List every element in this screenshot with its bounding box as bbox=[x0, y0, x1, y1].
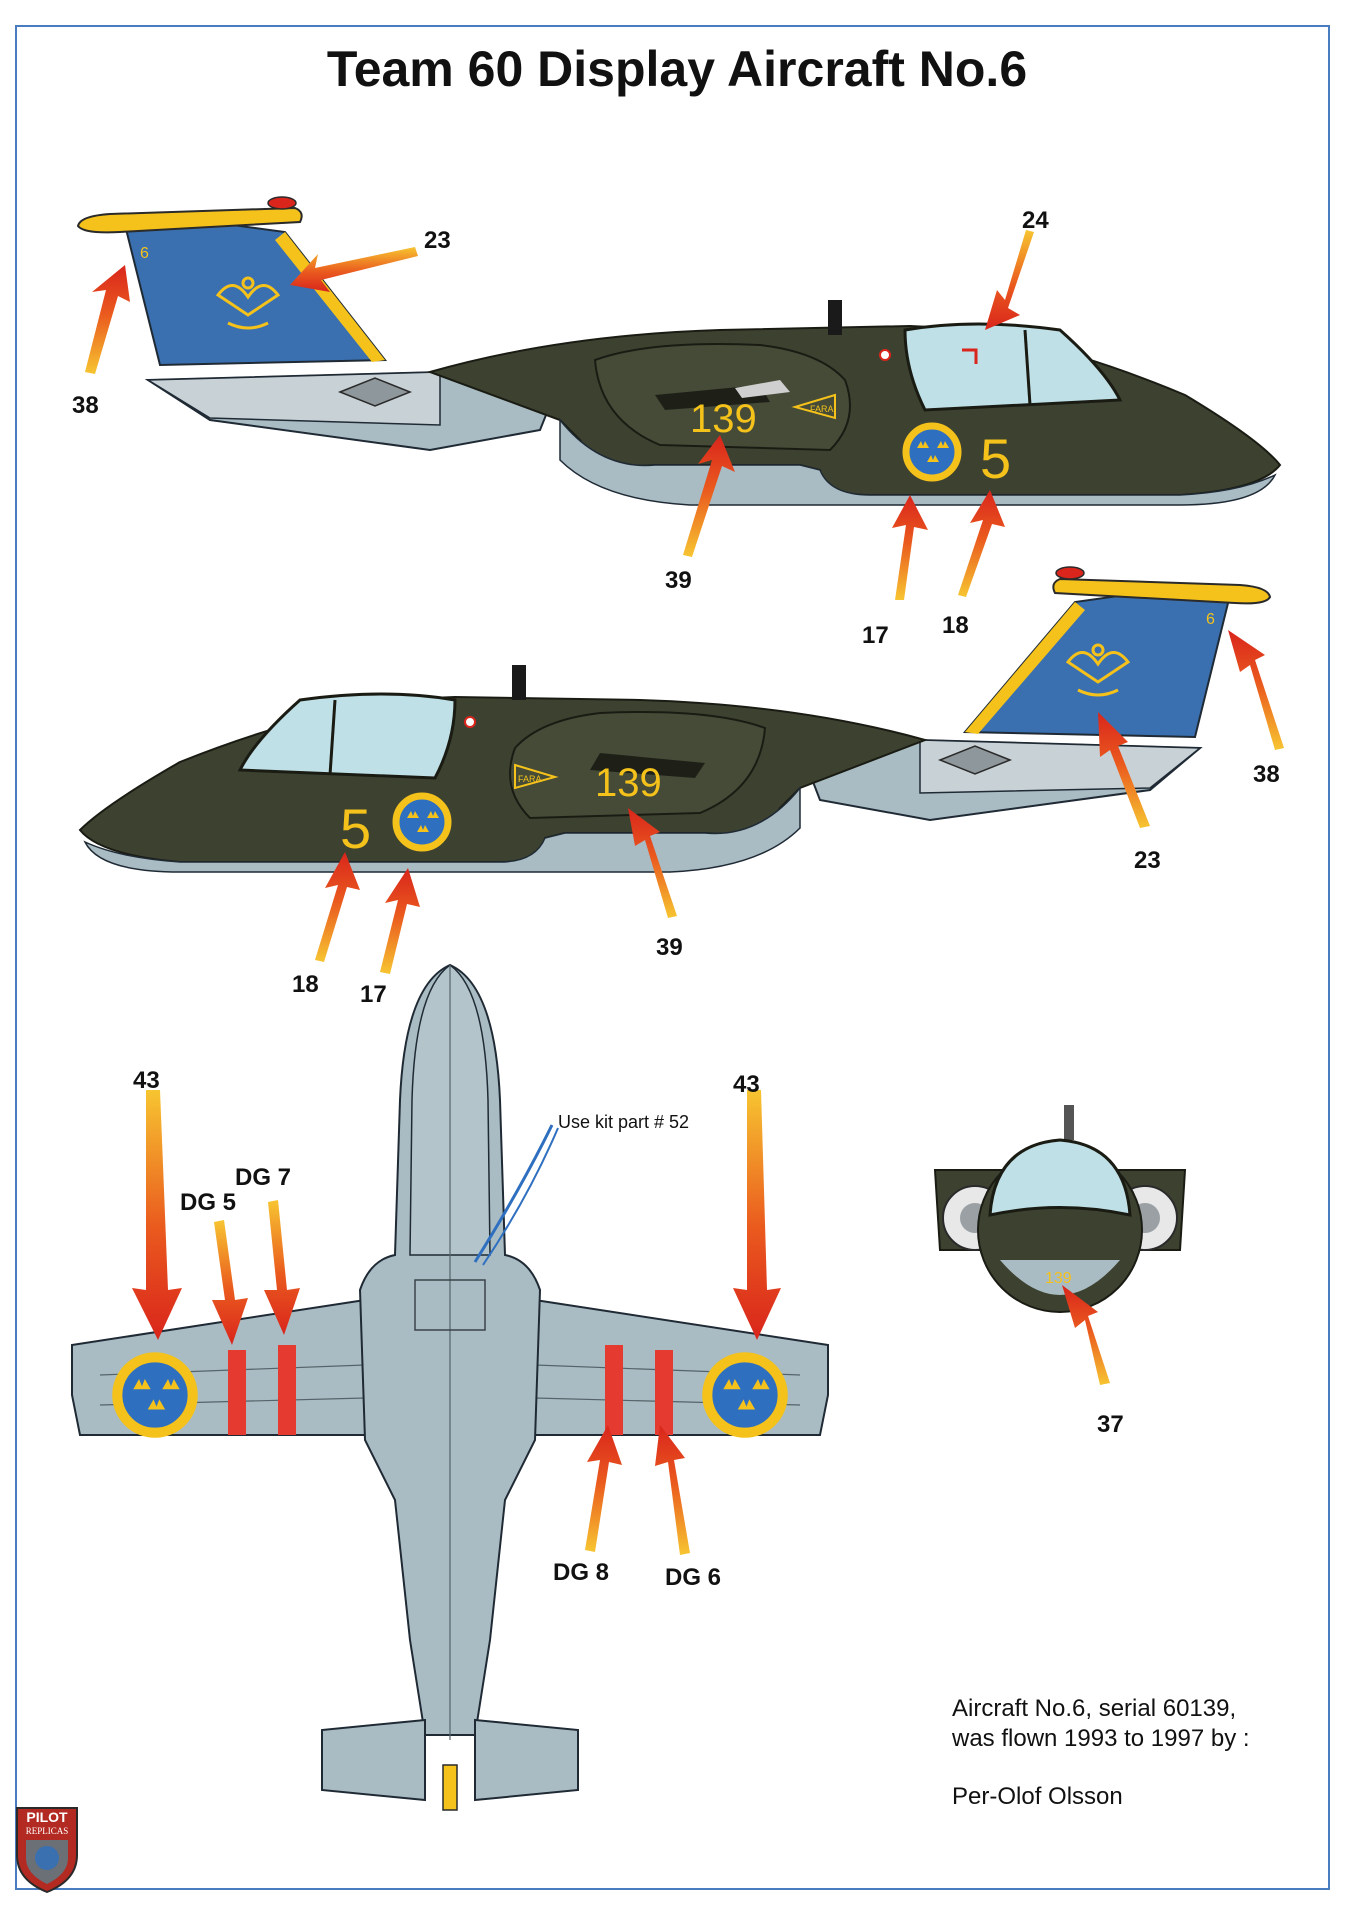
callout-23-bottom: 23 bbox=[1134, 847, 1161, 874]
callout-38-bottom: 38 bbox=[1253, 761, 1280, 788]
callout-39-top: 39 bbox=[665, 567, 692, 594]
callout-dg8: DG 8 bbox=[553, 1559, 609, 1586]
underside-plan-view bbox=[71, 963, 829, 1811]
page-title: Team 60 Display Aircraft No.6 bbox=[326, 41, 1028, 97]
pilot-replicas-logo: PILOT REPLICAS bbox=[16, 1807, 78, 1894]
callout-17-bottom: 17 bbox=[360, 981, 387, 1008]
side-view-left-profile: 6 5 139 FARA bbox=[76, 196, 1282, 506]
callout-dg7: DG 7 bbox=[235, 1164, 291, 1191]
callout-17-top: 17 bbox=[862, 622, 889, 649]
aircraft-info: Aircraft No.6, serial 60139, was flown 1… bbox=[952, 1694, 1250, 1812]
page-frame bbox=[15, 25, 1330, 1890]
callout-arrows bbox=[85, 230, 1284, 1555]
tail-number-text-2: 6 bbox=[1206, 611, 1215, 628]
fuselage-number-text-2: 5 bbox=[340, 797, 371, 860]
info-line-1: Aircraft No.6, serial 60139, bbox=[952, 1695, 1237, 1722]
callout-18-top: 18 bbox=[942, 612, 969, 639]
front-serial-text: 139 bbox=[1045, 1270, 1072, 1287]
callout-dg6: DG 6 bbox=[665, 1564, 721, 1591]
callout-43-right: 43 bbox=[733, 1071, 760, 1098]
fara-text: FARA bbox=[810, 404, 834, 414]
serial-text-2: 139 bbox=[595, 761, 662, 805]
logo-text-2: REPLICAS bbox=[26, 1826, 69, 1836]
callout-24: 24 bbox=[1022, 207, 1049, 234]
tail-number-text: 6 bbox=[140, 245, 149, 262]
callout-37: 37 bbox=[1097, 1411, 1124, 1438]
logo-text-1: PILOT bbox=[26, 1809, 68, 1825]
callout-43-left: 43 bbox=[133, 1067, 160, 1094]
callout-23-top: 23 bbox=[424, 227, 451, 254]
fara-text-2: FARA bbox=[518, 774, 542, 784]
callout-dg5: DG 5 bbox=[180, 1189, 236, 1216]
kit-part-note: Use kit part # 52 bbox=[558, 1112, 689, 1132]
front-view: 139 bbox=[933, 1105, 1187, 1313]
serial-text: 139 bbox=[690, 397, 757, 441]
info-pilot: Per-Olof Olsson bbox=[952, 1783, 1123, 1810]
callout-18-bottom: 18 bbox=[292, 971, 319, 998]
callout-39-bottom: 39 bbox=[656, 934, 683, 961]
fuselage-number-text: 5 bbox=[980, 427, 1011, 490]
callout-38-top: 38 bbox=[72, 392, 99, 419]
side-view-right-profile: 6 5 139 FARA bbox=[78, 566, 1272, 873]
info-line-2: was flown 1993 to 1997 by : bbox=[952, 1725, 1250, 1752]
